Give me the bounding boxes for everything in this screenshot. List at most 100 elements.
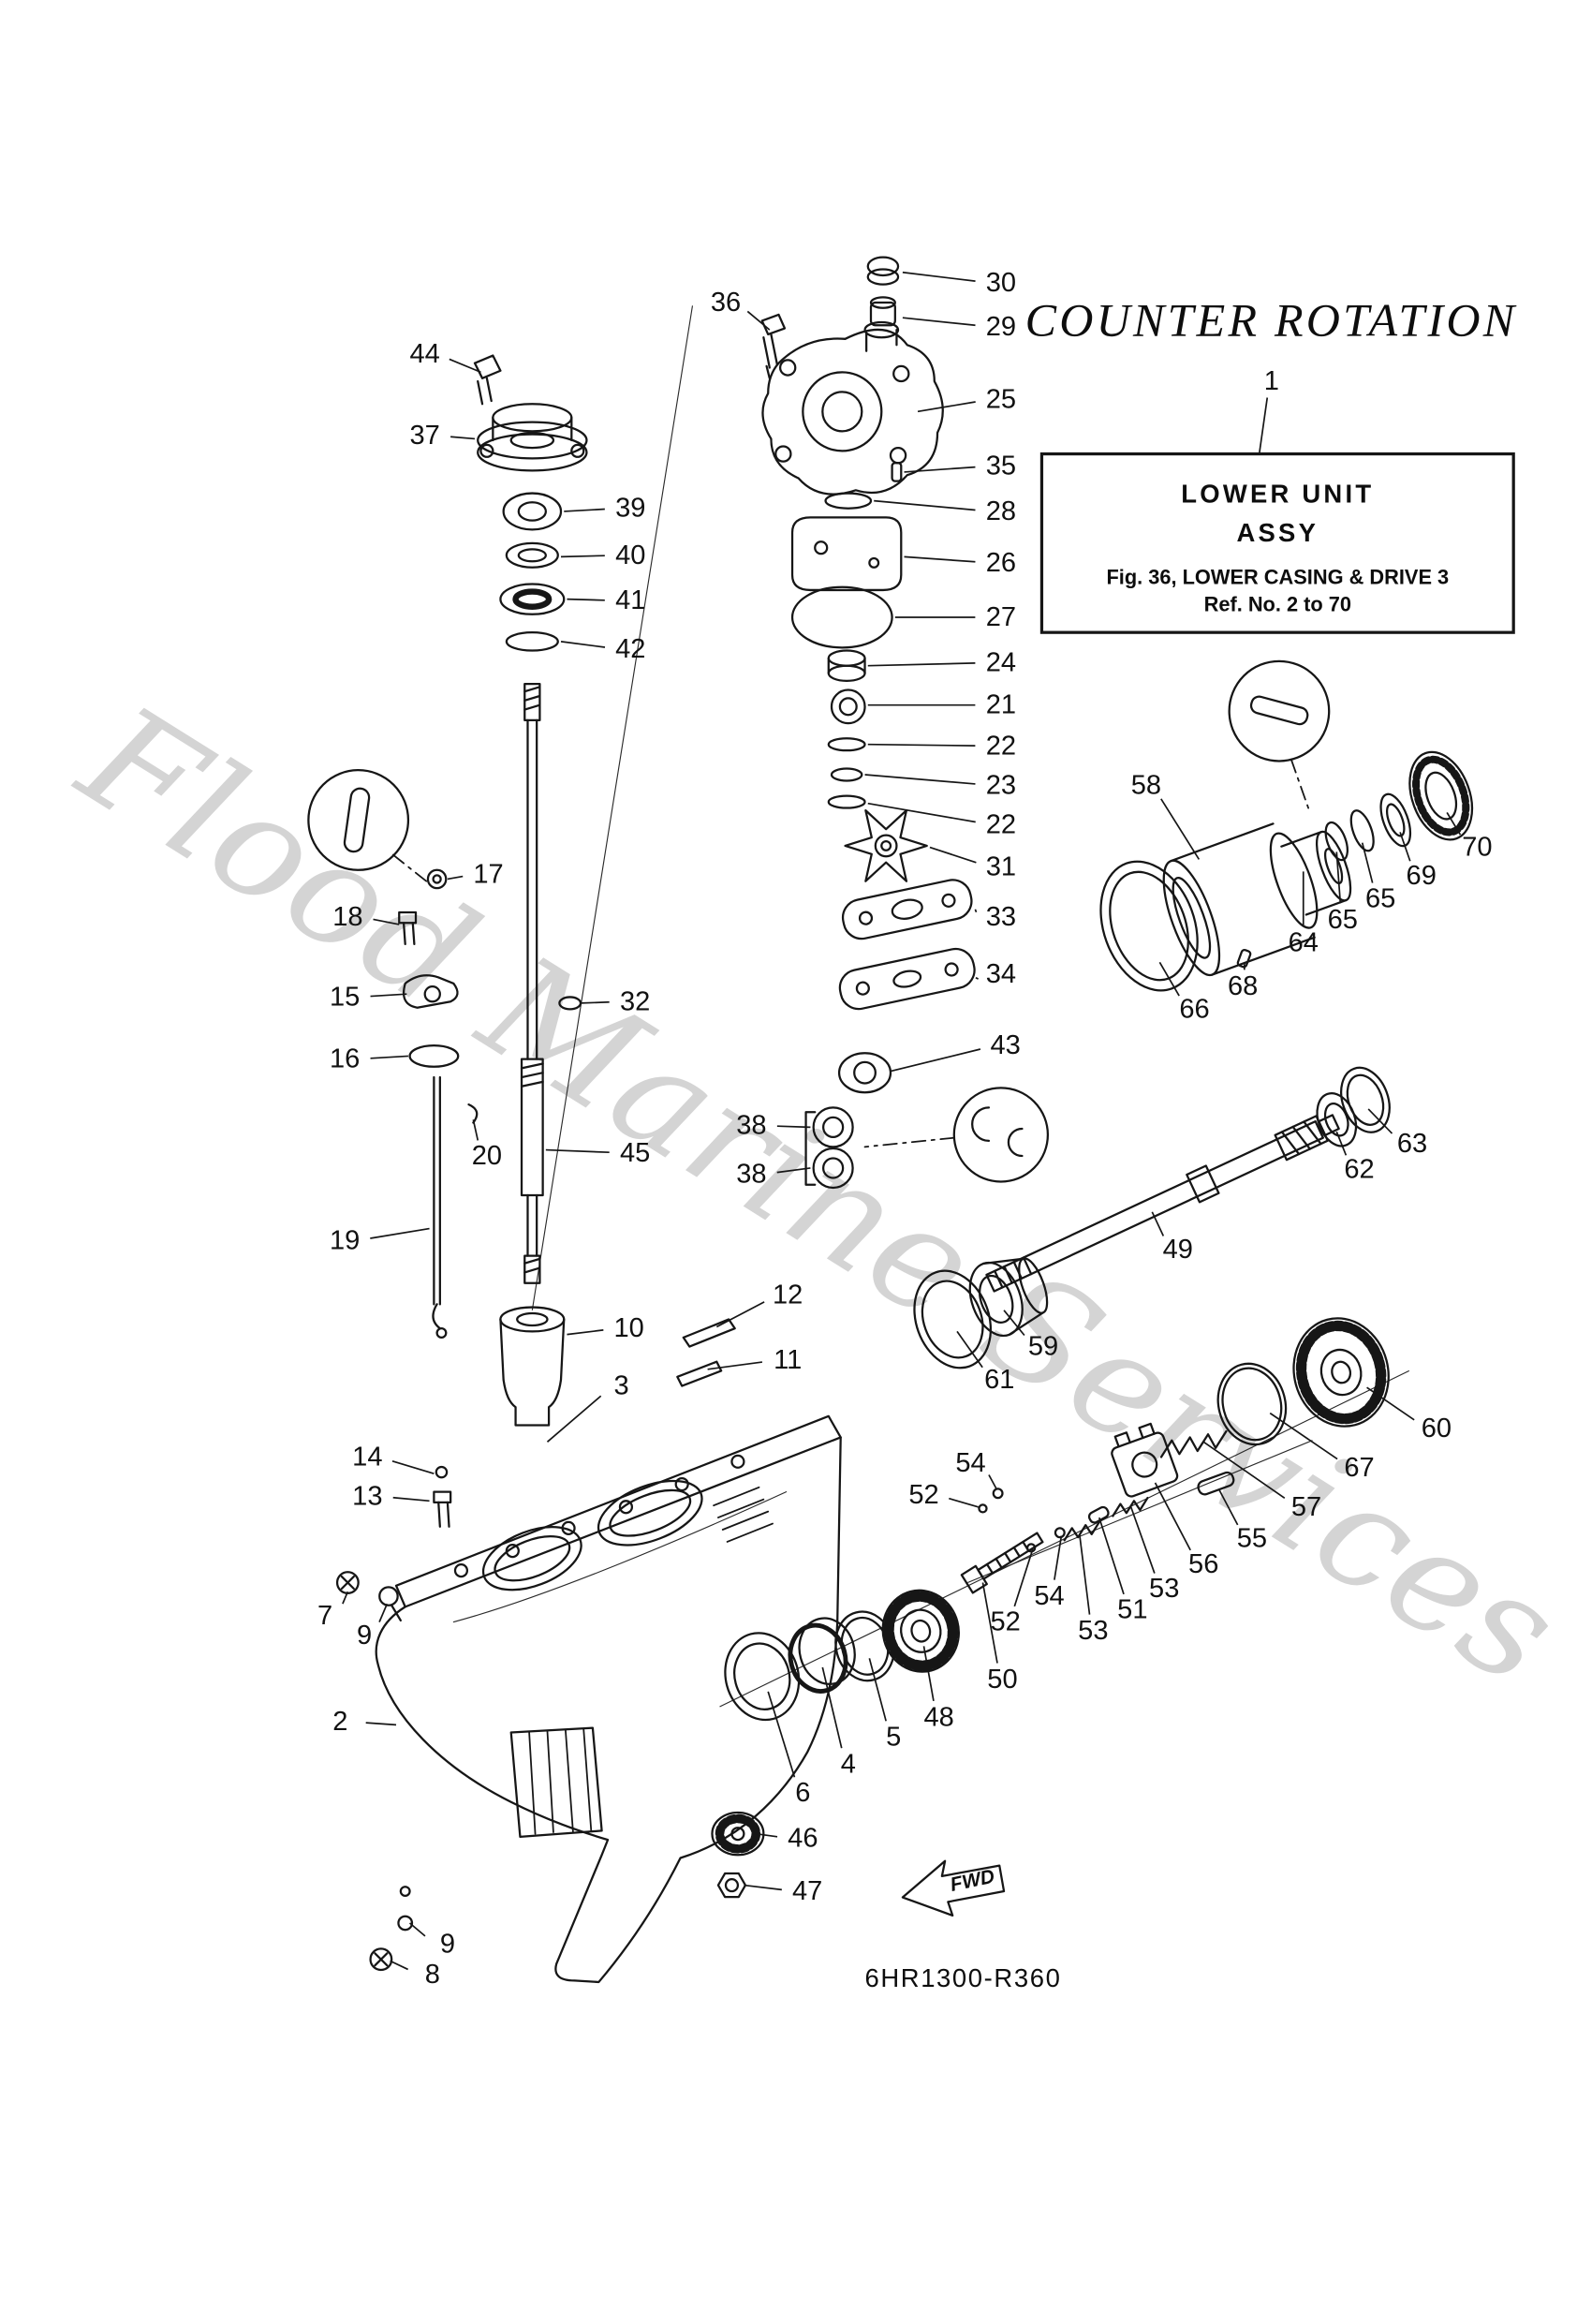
callout-17: 17 [473, 860, 503, 890]
callout-68: 68 [1228, 971, 1258, 1001]
leader-line-16 [370, 1055, 408, 1059]
leader-line-24 [867, 662, 976, 667]
callout-11: 11 [774, 1345, 802, 1375]
callout-26: 26 [986, 548, 1016, 578]
gear-and-clutch-cluster [960, 1317, 1390, 1594]
leader-line-29 [902, 317, 976, 327]
info-box-border [1039, 451, 1515, 634]
leader-line-62 [1335, 1131, 1348, 1156]
callout-8: 8 [425, 1960, 440, 1990]
callout-35: 35 [986, 451, 1016, 481]
callout-14: 14 [352, 1442, 382, 1472]
callout-45: 45 [620, 1138, 650, 1168]
leader-line-59 [1003, 1310, 1025, 1337]
callout-34: 34 [986, 959, 1016, 989]
leader-line-38 [776, 1125, 811, 1129]
leader-line-70 [1446, 811, 1462, 836]
leader-line-22 [867, 802, 976, 823]
leader-line-40 [560, 555, 605, 558]
callout-36: 36 [711, 288, 741, 318]
callout-15: 15 [330, 982, 360, 1012]
callout-56: 56 [1188, 1549, 1218, 1579]
callout-51: 51 [1117, 1595, 1147, 1625]
leader-line-57 [1202, 1441, 1286, 1499]
leader-line-60 [1366, 1386, 1415, 1421]
callout-42: 42 [615, 634, 645, 664]
callout-32: 32 [620, 986, 650, 1016]
driveshaft-housing-stack [473, 354, 588, 652]
leader-line-15 [370, 993, 407, 998]
callout-46: 46 [788, 1824, 818, 1854]
callout-19: 19 [330, 1225, 360, 1255]
leader-line-42 [560, 641, 606, 648]
leader-line-9 [378, 1603, 389, 1622]
callout-61: 61 [984, 1365, 1014, 1395]
driveshaft [520, 682, 544, 1284]
callout-21: 21 [986, 690, 1016, 720]
callout-23: 23 [986, 770, 1016, 800]
watermark-text: Flood Marine Services [52, 674, 1577, 1719]
info-box-line3: Fig. 36, LOWER CASING & DRIVE 3 [1106, 565, 1449, 588]
callout-52: 52 [991, 1607, 1021, 1637]
callout-67: 67 [1344, 1453, 1374, 1483]
callout-53: 53 [1149, 1574, 1179, 1604]
leader-line-48 [922, 1646, 935, 1702]
leader-line-17 [447, 875, 464, 881]
callout-47: 47 [792, 1876, 822, 1906]
callout-9: 9 [357, 1621, 372, 1650]
leader-line-67 [1269, 1412, 1338, 1460]
leader-line-38 [776, 1167, 811, 1174]
callout-69: 69 [1407, 861, 1437, 891]
callout-58: 58 [1131, 770, 1161, 800]
callout-55: 55 [1237, 1524, 1267, 1554]
callout-65: 65 [1328, 905, 1358, 935]
leader-line-13 [392, 1496, 430, 1502]
leader-line-35 [904, 466, 976, 473]
leader-line-1 [1259, 397, 1269, 453]
propeller-shaft [985, 1066, 1391, 1293]
callout-27: 27 [986, 602, 1016, 632]
lower-casing [375, 1414, 842, 1984]
callout-54: 54 [955, 1448, 985, 1478]
fwd-label: FWD [949, 1866, 997, 1896]
leader-line-43 [890, 1048, 981, 1073]
callout-70: 70 [1462, 833, 1492, 863]
callout-65: 65 [1365, 883, 1395, 913]
callout-53: 53 [1078, 1616, 1108, 1646]
leader-line-2 [365, 1722, 397, 1726]
leader-line-9 [409, 1922, 426, 1937]
callout-62: 62 [1344, 1155, 1374, 1185]
leader-line-34 [975, 976, 980, 980]
leader-line-28 [874, 499, 976, 511]
shift-sleeve-and-keys [499, 1306, 736, 1427]
info-box-line2: ASSY [1237, 518, 1319, 547]
leader-line-5 [868, 1658, 887, 1722]
leader-line-65 [1361, 842, 1374, 883]
leader-line-63 [1367, 1108, 1393, 1134]
leader-line-50 [981, 1582, 998, 1664]
leader-line-12 [715, 1301, 765, 1328]
callout-50: 50 [987, 1665, 1017, 1695]
leader-line-31 [929, 846, 977, 864]
callout-57: 57 [1291, 1492, 1321, 1522]
callout-7: 7 [317, 1601, 332, 1631]
callout-52: 52 [908, 1480, 938, 1510]
water-pump-assembly [760, 256, 976, 1190]
leader-line-23 [864, 774, 976, 785]
callout-54: 54 [1034, 1581, 1064, 1611]
callout-24: 24 [986, 647, 1016, 677]
oil-seal-housing [913, 1257, 1049, 1369]
callout-25: 25 [986, 384, 1016, 414]
callout-5: 5 [886, 1722, 901, 1752]
leader-line-3 [546, 1395, 602, 1443]
leader-line-65 [1335, 851, 1342, 904]
leader-line-49 [1151, 1211, 1165, 1236]
callout-layer: 3029362544373528394041264227242122232231… [317, 268, 1493, 1990]
callout-33: 33 [986, 902, 1016, 932]
leader-line-54 [1054, 1535, 1063, 1580]
leader-line-66 [1158, 961, 1180, 997]
leader-line-55 [1217, 1488, 1239, 1526]
callout-37: 37 [410, 421, 440, 451]
info-box-line1: LOWER UNIT [1181, 479, 1374, 508]
leader-line-7 [342, 1591, 349, 1605]
